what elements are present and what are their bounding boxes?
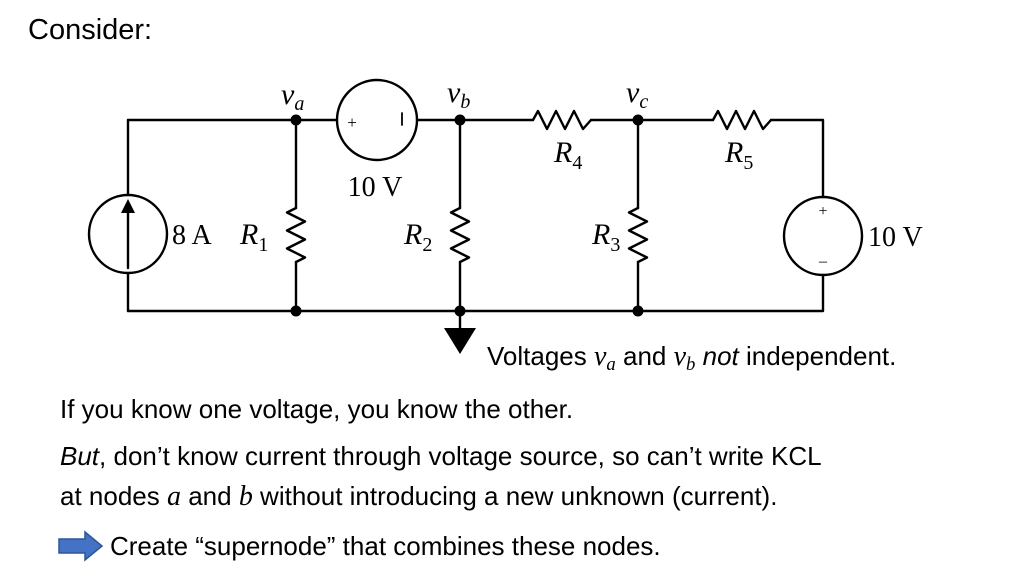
current-source-value: 8 A [172,220,212,251]
node-label-va: va [281,78,304,115]
resistor-r4 [531,109,593,131]
resistor-label-r1: R1 [239,218,268,256]
node-label-vb: vb [447,76,470,113]
resistor-label-r5: R5 [724,136,753,174]
node-bottom-r1-dot [290,305,302,317]
voltage-source-right-symbol [782,195,864,277]
node-bottom-r2-dot [454,305,466,317]
voltage-source-floating-symbol [335,78,419,162]
voltage-source-right-minus: – [818,253,828,270]
slide-title: Consider: [28,14,153,46]
resistor-r5 [711,109,773,131]
node-a-dot [290,114,302,126]
ground-symbol [444,328,476,354]
current-source-arrowhead [121,199,135,213]
voltage-source-floating-plus: + [347,113,357,132]
resistor-r1 [285,206,307,264]
wire-r5-to-right [769,118,825,199]
node-c-dot [632,114,644,126]
node-bottom-r3-dot [632,305,644,317]
circuit-diagram: + + – 10 V 8 A 10 V va vb vc R1 R2 R3 R4… [87,76,923,354]
resistor-label-r3: R3 [591,218,620,256]
voltage-source-right-value: 10 V [868,222,923,253]
note-know-one-voltage: If you know one voltage, you know the ot… [60,394,574,424]
resistor-r2 [449,206,471,264]
resistor-label-r4: R4 [553,136,582,174]
note-kcl-problem: But, don’t know current through voltage … [60,441,822,471]
right-arrow-icon [58,530,104,562]
voltage-source-right-plus: + [818,203,827,220]
node-label-vc: vc [626,76,648,113]
note-create-supernode: Create “supernode” that combines these n… [110,531,661,561]
note-new-unknown: at nodes a and b without introducing a n… [60,481,778,512]
resistor-label-r2: R2 [403,218,432,256]
wire-right-bottom [126,273,825,313]
note-voltages-not-independent: Voltages va and vb not independent. [487,341,897,376]
resistor-r3 [627,206,649,264]
node-b-dot [454,114,466,126]
current-source-symbol [87,193,169,275]
voltage-source-floating-value: 10 V [348,172,403,203]
